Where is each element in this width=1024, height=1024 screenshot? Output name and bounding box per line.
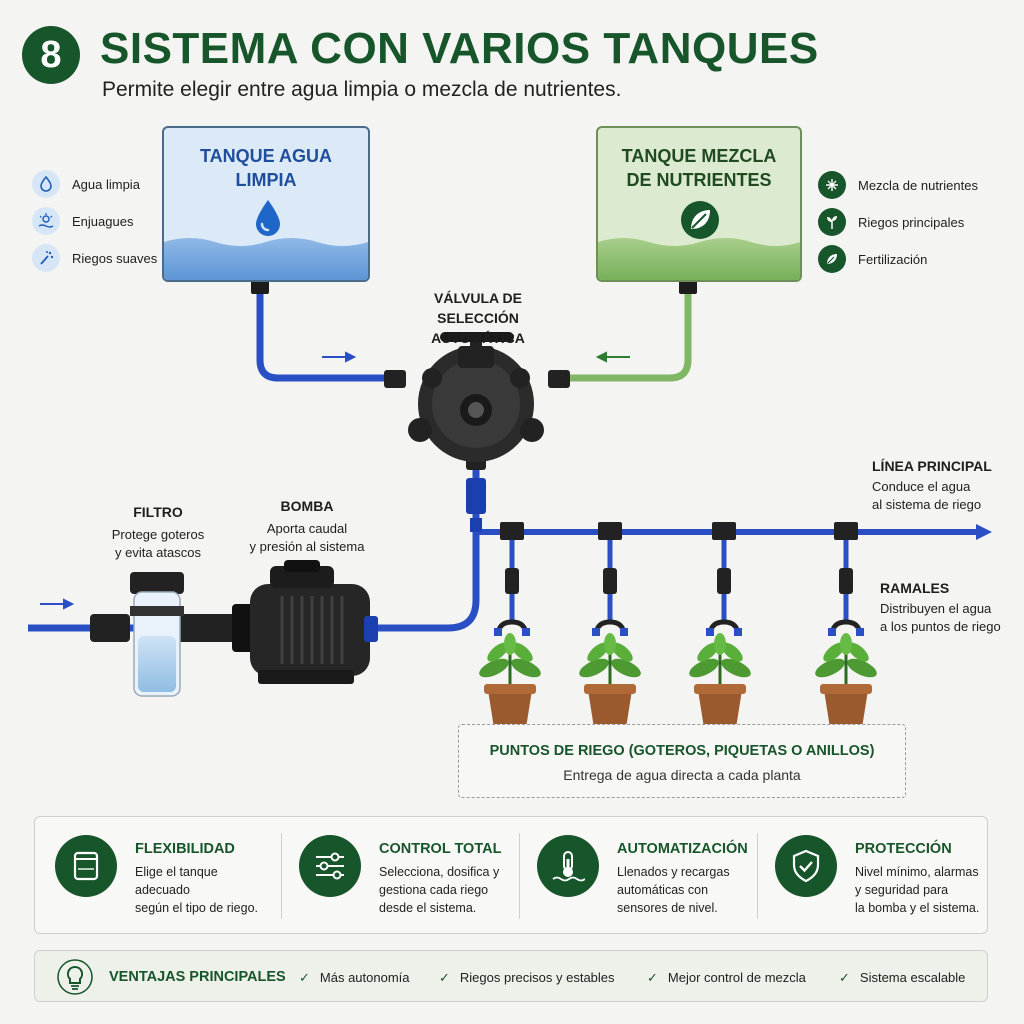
feature-automation: AUTOMATIZACIÓN Llenados y recargas autom… <box>517 817 755 935</box>
feature-title: PROTECCIÓN <box>855 841 952 857</box>
branch-1 <box>494 522 530 636</box>
list-item: Mezcla de nutrientes <box>818 170 978 200</box>
mix-icon <box>818 171 846 199</box>
nutrient-tank-pipe <box>555 290 688 378</box>
branch-2 <box>592 522 628 636</box>
filter-label: FILTRO Protege goteros y evita atascos <box>106 504 210 562</box>
nutrient-mix-tank: TANQUE MEZCLA DE NUTRIENTES <box>596 126 802 282</box>
sprout-icon <box>818 208 846 236</box>
flow-arrow-left <box>322 353 354 361</box>
advantage-label: Más autonomía <box>320 970 410 985</box>
list-item-label: Fertilización <box>858 252 927 267</box>
nutrient-tank-fitting <box>679 280 697 294</box>
list-item-label: Mezcla de nutrientes <box>858 178 978 193</box>
advantages-bar: VENTAJAS PRINCIPALES ✓ Más autonomía ✓ Rie… <box>34 950 988 1002</box>
sliders-icon <box>299 835 361 897</box>
clean-water-tank: TANQUE AGUA LIMPIA <box>162 126 370 282</box>
pump-label: BOMBA Aporta caudal y presión al sistema <box>244 498 370 556</box>
list-item-label: Agua limpia <box>72 177 140 192</box>
clean-tank-pipe <box>260 290 400 378</box>
clean-water-uses: Agua limpia Enjuagues Riegos suaves <box>32 169 157 273</box>
list-item-label: Riegos principales <box>858 215 964 230</box>
list-item-label: Riegos suaves <box>72 251 157 266</box>
pump-unit <box>196 560 378 684</box>
branches-label: RAMALES Distribuyen el agua a los puntos… <box>880 580 1001 636</box>
advantage-label: Riegos precisos y estables <box>460 970 615 985</box>
list-item-label: Enjuagues <box>72 214 133 229</box>
advantage-label: Sistema escalable <box>860 970 966 985</box>
sparkle-water-icon <box>32 207 60 235</box>
filter-title: FILTRO <box>106 504 210 520</box>
pump-title: BOMBA <box>244 498 370 514</box>
flow-arrow-inlet <box>40 600 72 608</box>
feature-text: Nivel mínimo, alarmas y seguridad para l… <box>855 863 979 917</box>
sprinkle-icon <box>32 244 60 272</box>
feature-control: CONTROL TOTAL Selecciona, dosifica y ges… <box>279 817 517 935</box>
page-title: SISTEMA CON VARIOS TANQUES <box>100 24 819 74</box>
leaf-icon <box>818 245 846 273</box>
main-line-title: LÍNEA PRINCIPAL <box>872 458 992 474</box>
filter-text: Protege goteros y evita atascos <box>106 526 210 562</box>
lightbulb-icon <box>57 959 93 995</box>
advantage-item: ✓ Mejor control de mezcla <box>647 970 806 986</box>
feature-flexibility: FLEXIBILIDAD Elige el tanque adecuado se… <box>35 817 273 935</box>
list-item: Enjuagues <box>32 206 157 236</box>
feature-text: Llenados y recargas automáticas con sens… <box>617 863 730 917</box>
clean-tank-label: TANQUE AGUA LIMPIA <box>200 144 332 192</box>
list-item: Fertilización <box>818 244 978 274</box>
branches-title: RAMALES <box>880 580 1001 596</box>
feature-protection: PROTECCIÓN Nivel mínimo, alarmas y segur… <box>755 817 993 935</box>
selection-valve <box>384 332 570 532</box>
clean-tank-fitting <box>251 280 269 294</box>
feature-text: Selecciona, dosifica y gestiona cada rie… <box>379 863 499 917</box>
thermometer-level-icon <box>537 835 599 897</box>
droplet-icon <box>32 170 60 198</box>
irrigation-points-title: PUNTOS DE RIEGO (GOTEROS, PIQUETAS O ANI… <box>459 743 905 759</box>
feature-title: AUTOMATIZACIÓN <box>617 841 748 857</box>
advantage-item: ✓ Riegos precisos y estables <box>439 970 615 986</box>
list-item: Riegos principales <box>818 207 978 237</box>
main-line-text: Conduce el agua al sistema de riego <box>872 478 992 514</box>
main-line-label: LÍNEA PRINCIPAL Conduce el agua al siste… <box>872 458 992 514</box>
feature-title: CONTROL TOTAL <box>379 841 501 857</box>
irrigation-points-text: Entrega de agua directa a cada planta <box>459 767 905 783</box>
plant-2 <box>577 633 644 728</box>
check-icon: ✓ <box>299 970 310 985</box>
list-item: Riegos suaves <box>32 243 157 273</box>
features-panel: FLEXIBILIDAD Elige el tanque adecuado se… <box>34 816 988 934</box>
branch-4 <box>828 522 864 636</box>
plant-3 <box>687 633 754 728</box>
clean-tank-water <box>164 232 368 280</box>
nutrient-tank-liquid <box>598 232 800 280</box>
check-icon: ✓ <box>839 970 850 985</box>
tank-icon <box>55 835 117 897</box>
flow-arrow-right <box>598 353 630 361</box>
advantage-label: Mejor control de mezcla <box>668 970 806 985</box>
main-line-arrowhead <box>976 524 992 540</box>
advantages-title: VENTAJAS PRINCIPALES <box>109 969 286 985</box>
valve-label: VÁLVULA DE SELECCIÓN AUTOMÁTICA <box>398 288 558 348</box>
branch-3 <box>706 522 742 636</box>
check-icon: ✓ <box>647 970 658 985</box>
shield-check-icon <box>775 835 837 897</box>
feature-text: Elige el tanque adecuado según el tipo d… <box>135 863 273 917</box>
page-subtitle: Permite elegir entre agua limpia o mezcl… <box>102 78 621 102</box>
list-item: Agua limpia <box>32 169 157 199</box>
pump-text: Aporta caudal y presión al sistema <box>244 520 370 556</box>
plant-1 <box>477 633 544 728</box>
valve-down-pipe <box>360 450 476 628</box>
check-icon: ✓ <box>439 970 450 985</box>
advantage-item: ✓ Sistema escalable <box>839 970 965 986</box>
plant-4 <box>813 633 880 728</box>
section-number-badge: 8 <box>22 26 80 84</box>
nutrient-mix-uses: Mezcla de nutrientes Riegos principales … <box>818 170 978 274</box>
feature-title: FLEXIBILIDAD <box>135 841 235 857</box>
advantage-item: ✓ Más autonomía <box>299 970 410 986</box>
irrigation-points-box: PUNTOS DE RIEGO (GOTEROS, PIQUETAS O ANI… <box>458 724 906 798</box>
branches-text: Distribuyen el agua a los puntos de rieg… <box>880 600 1001 636</box>
nutrient-tank-label: TANQUE MEZCLA DE NUTRIENTES <box>622 144 777 192</box>
